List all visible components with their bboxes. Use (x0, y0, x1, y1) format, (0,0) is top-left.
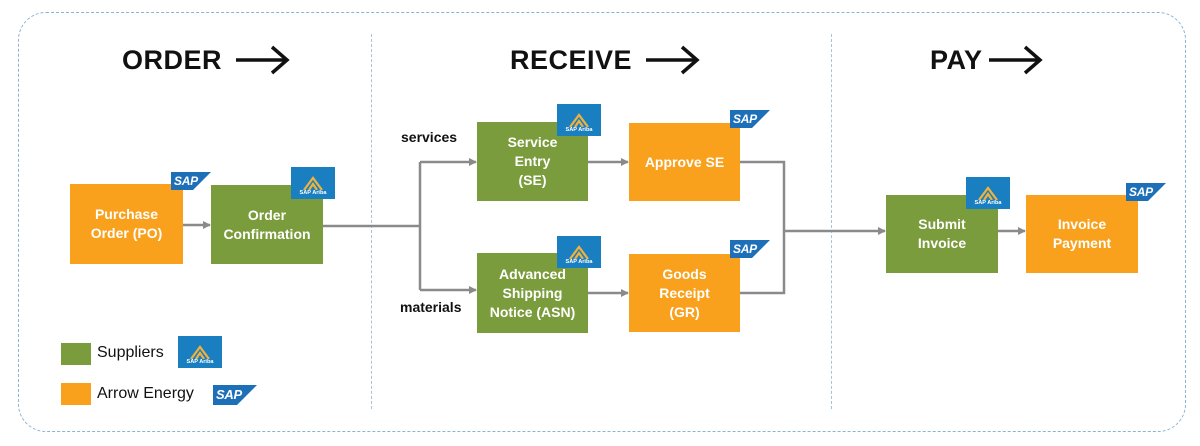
sap-logo-icon: SAP (213, 385, 257, 405)
order-confirmation-box: Order Confirmation (211, 185, 323, 264)
arrow-right-icon (646, 45, 700, 75)
submit-invoice-box: Submit Invoice (886, 195, 998, 273)
sap-ariba-logo-icon: SAP Ariba (966, 177, 1010, 209)
stage-heading-label: ORDER (122, 44, 223, 75)
legend-label-suppliers: Suppliers (97, 344, 164, 361)
approve-se-box: Approve SE (629, 123, 740, 201)
stage-heading-order: ORDER (122, 40, 292, 80)
stage-heading-label: PAY (930, 44, 983, 75)
branch-label-materials: materials (400, 299, 462, 315)
invoice-payment-box: Invoice Payment (1026, 195, 1138, 273)
sap-ariba-logo-icon: SAP Ariba (557, 104, 601, 136)
sap-ariba-logo-icon: SAP Ariba (291, 167, 335, 199)
stage-heading-label: RECEIVE (510, 44, 633, 75)
arrow-right-icon (988, 45, 1043, 75)
goods-receipt-box: Goods Receipt (GR) (629, 254, 740, 332)
purchase-order-box: Purchase Order (PO) (70, 184, 183, 264)
arrow-right-icon (236, 45, 290, 75)
legend-label-arrow-energy: Arrow Energy (97, 385, 194, 402)
stage-heading-receive: RECEIVE (510, 40, 702, 80)
sap-logo-icon: SAP (1126, 183, 1166, 201)
connector-merge (740, 160, 786, 295)
sap-ariba-logo-icon: SAP Ariba (178, 336, 222, 368)
sap-logo-icon: SAP (730, 110, 770, 128)
sap-ariba-logo-icon: SAP Ariba (557, 236, 601, 268)
process-frame (18, 12, 1186, 432)
legend-swatch-arrow-energy (61, 383, 91, 405)
branch-label-services: services (401, 129, 458, 145)
stage-heading-pay: PAY (930, 40, 1045, 80)
sap-logo-icon: SAP (171, 172, 211, 190)
stage-divider-order-receive (371, 34, 372, 409)
stage-divider-receive-pay (831, 34, 832, 409)
legend-swatch-suppliers (61, 343, 91, 365)
sap-logo-icon: SAP (730, 240, 770, 258)
